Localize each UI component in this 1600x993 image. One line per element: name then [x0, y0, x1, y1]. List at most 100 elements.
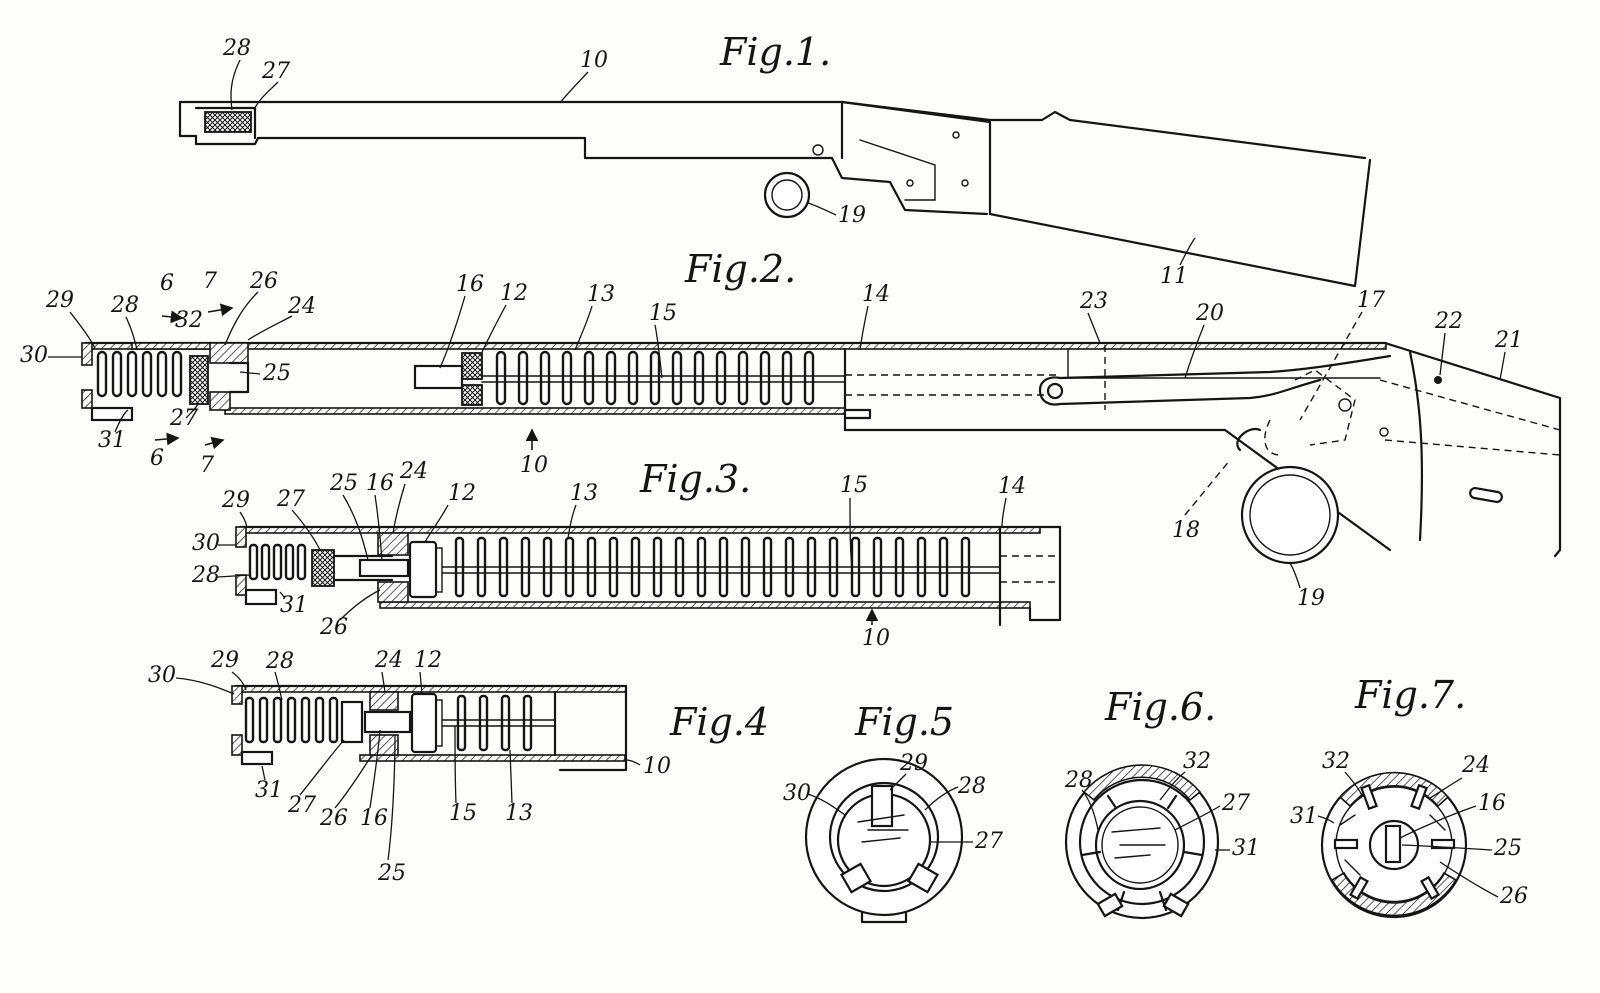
muzzle-spring-28 [205, 112, 251, 132]
ref-12: 12 [500, 281, 528, 306]
ref-14: 14 [998, 474, 1026, 499]
ref-19: 19 [1297, 586, 1325, 611]
ref-32: 32 [1183, 749, 1211, 774]
ref-29: 29 [210, 648, 239, 673]
figure-3: Fig.3. 25 16 24 12 13 15 14 29 27 30 28 … [191, 457, 1060, 651]
ref-32: 32 [175, 308, 203, 333]
ref-30: 30 [20, 343, 48, 368]
ref-18: 18 [1172, 518, 1200, 543]
muzzle-spring [246, 698, 337, 742]
seat-26 [378, 582, 408, 602]
fig-4-label: Fig.4 [669, 700, 769, 744]
ref-13: 13 [587, 282, 615, 307]
ref-10: 10 [520, 453, 548, 478]
ref-30: 30 [192, 531, 220, 556]
ref-14: 14 [862, 282, 890, 307]
wad-27 [312, 550, 334, 586]
ref-27: 27 [974, 829, 1003, 854]
ref-20: 20 [1195, 301, 1224, 326]
ref-15: 15 [840, 473, 868, 498]
muzzle-spring [250, 545, 305, 579]
figure-5: Fig.5 30 29 28 27 [783, 700, 1003, 922]
figure-7: Fig.7. 32 24 31 16 25 26 [1290, 673, 1528, 917]
fig-1-label: Fig.1. [719, 30, 831, 74]
ref-27: 27 [1221, 791, 1250, 816]
ref-27: 27 [287, 793, 316, 818]
fig-7-label: Fig.7. [1354, 673, 1466, 717]
ref-13: 13 [570, 481, 598, 506]
ref-13: 13 [505, 801, 533, 826]
main-spring [497, 352, 813, 404]
ref-6-bottom: 6 [150, 446, 164, 471]
ref-22: 22 [1434, 309, 1463, 334]
ref-10: 10 [643, 754, 671, 779]
ref-11: 11 [1160, 264, 1188, 289]
bushing-24 [370, 692, 398, 710]
ref-32: 32 [1322, 749, 1350, 774]
pivot-22 [1434, 376, 1442, 384]
ref-28: 28 [110, 293, 139, 318]
fig-3-label: Fig.3. [639, 457, 751, 501]
ref-26: 26 [319, 615, 348, 640]
ref-28: 28 [1064, 768, 1093, 793]
ref-31: 31 [1290, 804, 1318, 829]
ref-15: 15 [449, 801, 477, 826]
cocking-ring-19 [1242, 467, 1338, 563]
plunger-16 [360, 560, 408, 576]
ref-26: 26 [249, 269, 278, 294]
ref-26: 26 [319, 806, 348, 831]
ref-31: 31 [1232, 836, 1260, 861]
plunger-16 [365, 712, 410, 732]
ref-26: 26 [1499, 884, 1528, 909]
ref-24: 24 [1461, 753, 1490, 778]
ref-25: 25 [329, 471, 358, 496]
ref-30: 30 [783, 781, 811, 806]
ref-21: 21 [1494, 328, 1523, 353]
ref-10: 10 [862, 626, 890, 651]
ref-28: 28 [222, 36, 251, 61]
ref-28: 28 [265, 649, 294, 674]
ref-17: 17 [1357, 288, 1385, 313]
ref-10: 10 [580, 48, 608, 73]
ref-31: 31 [255, 778, 283, 803]
ref-16: 16 [456, 272, 484, 297]
ref-25: 25 [1493, 836, 1522, 861]
ref-16: 16 [1478, 791, 1506, 816]
piston-12 [410, 542, 436, 597]
ref-28: 28 [191, 563, 220, 588]
ref-29: 29 [221, 488, 250, 513]
ref-27: 27 [261, 59, 290, 84]
wad-27 [190, 356, 208, 404]
ref-16: 16 [366, 471, 394, 496]
figure-6: Fig.6. 28 32 27 31 [1064, 685, 1260, 918]
piston-12 [412, 694, 436, 752]
wad-27 [342, 702, 362, 742]
ref-7-top: 7 [203, 269, 217, 294]
ref-27: 27 [276, 487, 305, 512]
muzzle-spring [98, 352, 181, 396]
ref-25: 25 [262, 361, 291, 386]
ref-24: 24 [399, 459, 428, 484]
fig-6-label: Fig.6. [1104, 685, 1216, 729]
ref-12: 12 [414, 648, 442, 673]
ref-25: 25 [377, 861, 406, 886]
ref-24: 24 [374, 648, 403, 673]
ref-7-bottom: 7 [200, 453, 214, 478]
ref-12: 12 [448, 481, 476, 506]
bushing-24 [378, 533, 408, 555]
ref-29: 29 [45, 288, 74, 313]
seat-26 [370, 735, 398, 755]
ref-30: 30 [148, 663, 176, 688]
ref-6-top: 6 [160, 271, 174, 296]
plunger-16 [415, 366, 462, 388]
piston-12 [462, 353, 482, 379]
fig-5-label: Fig.5 [854, 700, 954, 744]
seat-26 [210, 392, 230, 410]
ref-15: 15 [649, 301, 677, 326]
ref-19: 19 [838, 203, 866, 228]
ref-23: 23 [1079, 289, 1108, 314]
figure-4: Fig.4 30 29 28 24 12 10 31 27 26 16 15 1… [148, 648, 769, 886]
fig-2-label: Fig.2. [684, 247, 796, 291]
